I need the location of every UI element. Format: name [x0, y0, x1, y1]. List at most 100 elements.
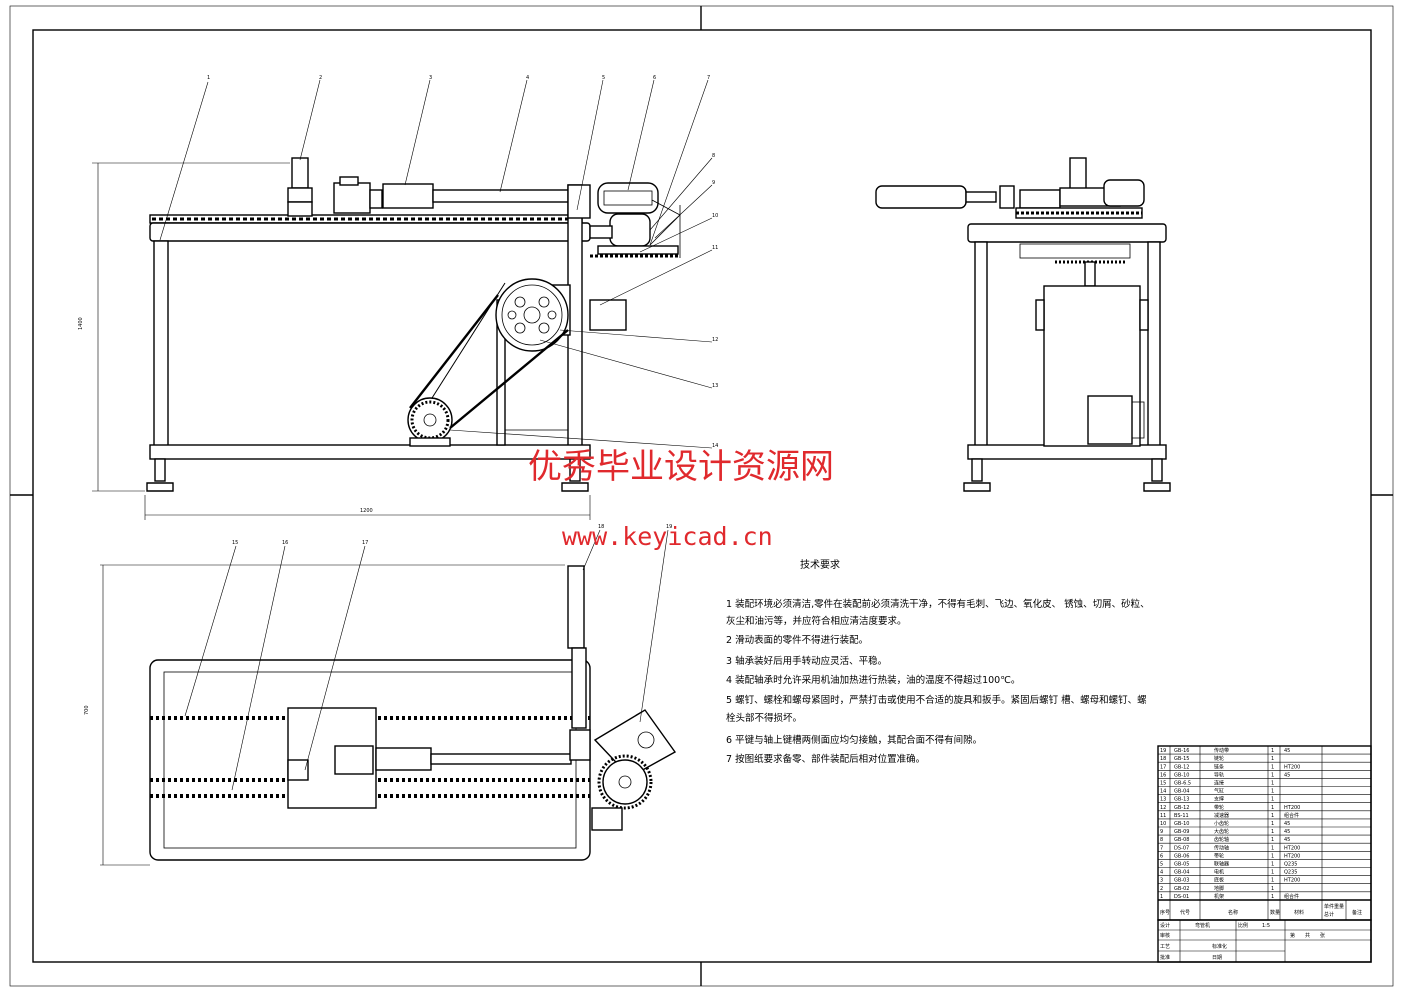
bom-cell-no: 6 [1160, 853, 1163, 859]
bom-cell-code: GB-13 [1174, 797, 1189, 803]
bom-cell-code: GB-16 [1174, 748, 1189, 754]
tb-design: 设计 [1160, 922, 1170, 929]
bom-cell-qty: 1 [1271, 764, 1274, 770]
tech-req-line-9: 7 按图纸要求备零、部件装配后相对位置准确。 [726, 753, 925, 765]
balloon-9: 9 [712, 180, 715, 186]
bom-cell-no: 8 [1160, 837, 1163, 843]
bom-cell-no: 19 [1160, 748, 1166, 754]
balloon-16: 16 [282, 540, 288, 546]
bom-cell-no: 12 [1160, 805, 1166, 811]
bom-cell-code: GB-04 [1174, 870, 1189, 876]
bom-cell-qty: 1 [1271, 813, 1274, 819]
bom-cell-no: 3 [1160, 878, 1163, 884]
bom-cell-name: 链条 [1214, 763, 1224, 770]
bom-cell-qty: 1 [1271, 870, 1274, 876]
tech-req-line-2: 灰尘和油污等，并应符合相应清洁度要求。 [726, 615, 907, 627]
balloon-4: 4 [526, 75, 529, 81]
tb-scale-val: 1:5 [1262, 923, 1270, 929]
tb-craft: 工艺 [1160, 944, 1170, 950]
bom-cell-code: GB-12 [1174, 764, 1189, 770]
bom-cell-qty: 1 [1271, 845, 1274, 851]
small-pulley [407, 397, 453, 443]
bom-cell-qty: 1 [1271, 781, 1274, 787]
bom-cell-qty: 1 [1271, 837, 1274, 843]
tech-req-line-6: 5 螺钉、螺栓和螺母紧固时，严禁打击或使用不合适的旋具和扳手。紧固后螺钉 槽、螺… [726, 694, 1147, 706]
tech-req-line-1: 1 装配环境必须清洁,零件在装配前必须清洗干净，不得有毛刺、飞边、氧化皮、 锈蚀… [726, 598, 1150, 610]
dim-depth: 700 [84, 705, 90, 715]
balloon-14: 14 [712, 443, 718, 449]
balloon-7: 7 [707, 75, 710, 81]
bom-cell-mat: 45 [1284, 821, 1290, 827]
bom-cell-qty: 1 [1271, 886, 1274, 892]
bom-cell-no: 7 [1160, 845, 1163, 851]
bom-cell-mat: HT200 [1284, 878, 1300, 884]
bom-cell-mat: 45 [1284, 837, 1290, 843]
bom-cell-code: GB-09 [1174, 829, 1189, 835]
bom-cell-no: 15 [1160, 781, 1166, 787]
bom-h-total: 总计 [1324, 911, 1334, 918]
bom-cell-name: 联轴器 [1214, 861, 1229, 868]
bom-cell-qty: 1 [1271, 748, 1274, 754]
tb-page-unit: 张 [1320, 932, 1325, 939]
bom-cell-no: 10 [1160, 821, 1166, 827]
bom-cell-name: 大齿轮 [1214, 828, 1229, 835]
tb-name: 弯管机 [1195, 922, 1210, 929]
bom-cell-qty: 1 [1271, 797, 1274, 803]
tech-req-line-7: 栓头部不得损坏。 [726, 712, 802, 724]
balloon-15: 15 [232, 540, 238, 546]
balloon-numbers: 1 2 3 4 5 6 7 8 9 10 11 12 13 14 15 16 1… [207, 75, 718, 546]
bom-cell-no: 4 [1160, 870, 1163, 876]
balloon-2: 2 [319, 75, 322, 81]
bom-cell-qty: 1 [1271, 853, 1274, 859]
balloon-10: 10 [712, 213, 718, 219]
bom-cell-code: GB-06 [1174, 853, 1189, 859]
technical-requirements: 技术要求 1 装配环境必须清洁,零件在装配前必须清洗干净，不得有毛刺、飞边、氧化… [726, 558, 1150, 765]
title-block: 设计 弯管机 比例 1:5 审核 工艺 批准 标准化 日期 第 共 张 [1157, 919, 1372, 963]
bom-cell-mat: 45 [1284, 772, 1290, 778]
bom-cell-code: GB-10 [1174, 772, 1189, 778]
bom-cell-name: 底板 [1214, 877, 1224, 884]
bom-cell-code: BS-11 [1174, 813, 1189, 819]
tech-req-heading: 技术要求 [800, 558, 840, 571]
tb-standard: 标准化 [1212, 943, 1227, 950]
bom-cell-name: 链轮 [1214, 755, 1224, 762]
bom-cell-code: GB-05 [1174, 862, 1189, 868]
bom-h-name: 名称 [1228, 909, 1238, 916]
side-view [875, 157, 1171, 492]
bom-cell-name: 齿轮轴 [1214, 836, 1229, 843]
bom-cell-no: 13 [1160, 797, 1166, 803]
bom-cell-code: GB-12 [1174, 805, 1189, 811]
bom-cell-qty: 1 [1271, 878, 1274, 884]
balloon-3: 3 [429, 75, 432, 81]
bom-cell-mat: 组合件 [1284, 893, 1299, 900]
bom-cell-name: 带轮 [1214, 852, 1224, 859]
tech-req-line-4: 3 轴承装好后用手转动应灵活、平稳。 [726, 655, 887, 667]
bom-cell-name: 连接 [1214, 780, 1224, 787]
bom-h-weight: 重量 [1334, 903, 1344, 910]
bom-cell-qty: 1 [1271, 894, 1274, 900]
front-view [92, 157, 681, 520]
bom-cell-code: GB-6.5 [1174, 781, 1191, 787]
bom-h-qty: 数量 [1270, 909, 1280, 916]
bom-cell-mat: Q235 [1284, 870, 1297, 876]
bom-cell-mat: 45 [1284, 748, 1290, 754]
bom-cell-mat: HT200 [1284, 805, 1300, 811]
bom-cell-mat: HT200 [1284, 845, 1300, 851]
balloon-13: 13 [712, 383, 718, 389]
dim-width: 1200 [360, 508, 373, 514]
bom-cell-code: GB-02 [1174, 886, 1189, 892]
bom-cell-no: 11 [1160, 813, 1166, 819]
bom-cell-name: 传动轴 [1214, 844, 1229, 851]
tb-check: 审核 [1160, 932, 1170, 939]
bom-h-no: 序号 [1160, 909, 1170, 916]
bom-cell-name: 支撑 [1214, 796, 1224, 803]
tech-req-line-8: 6 平键与轴上键槽两侧面应均匀接触，其配合面不得有间隙。 [726, 734, 982, 746]
bom-cell-no: 18 [1160, 756, 1166, 762]
bom-cell-code: DS-07 [1174, 845, 1189, 851]
watermark-url: www.keyicad.cn [562, 522, 773, 551]
bom-cell-name: 导轨 [1214, 771, 1224, 778]
bom-cell-name: 气缸 [1214, 788, 1224, 795]
balloon-6: 6 [653, 75, 656, 81]
bom-cell-name: 小齿轮 [1214, 820, 1229, 827]
